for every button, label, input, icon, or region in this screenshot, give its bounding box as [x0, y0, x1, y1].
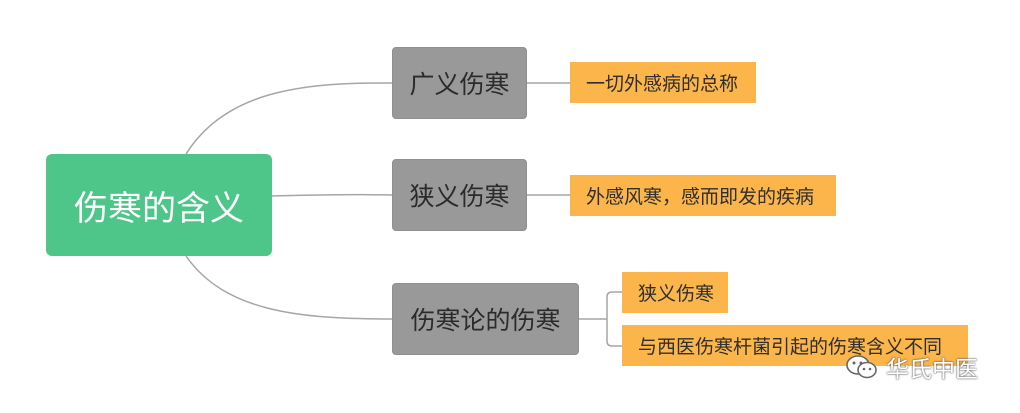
subtopic-narrow-definition[interactable]: 外感风寒，感而即发的疾病	[570, 175, 836, 216]
branch-topic-shanghan-lun-typhoid[interactable]: 伤寒论的伤寒	[392, 283, 579, 355]
watermark-text: 华氏中医	[886, 357, 978, 383]
subtopic-narrow-typhoid[interactable]: 狭义伤寒	[622, 272, 728, 313]
branch-topic-broad-typhoid[interactable]: 广义伤寒	[392, 47, 527, 119]
watermark: 华氏中医	[844, 350, 978, 384]
subtopic-broad-definition[interactable]: 一切外感病的总称	[570, 62, 756, 103]
connector-root-to-branch-1	[185, 82, 393, 155]
root-topic[interactable]: 伤寒的含义	[46, 154, 272, 256]
connector-branch-3-bracket	[606, 291, 613, 347]
subtopic-western-difference[interactable]: 与西医伤寒杆菌引起的伤寒含义不同	[622, 325, 968, 366]
wechat-icon	[846, 355, 877, 379]
connector-root-to-branch-2	[271, 193, 393, 197]
branch-topic-narrow-typhoid[interactable]: 狭义伤寒	[392, 159, 527, 231]
connector-root-to-branch-3	[185, 255, 393, 320]
